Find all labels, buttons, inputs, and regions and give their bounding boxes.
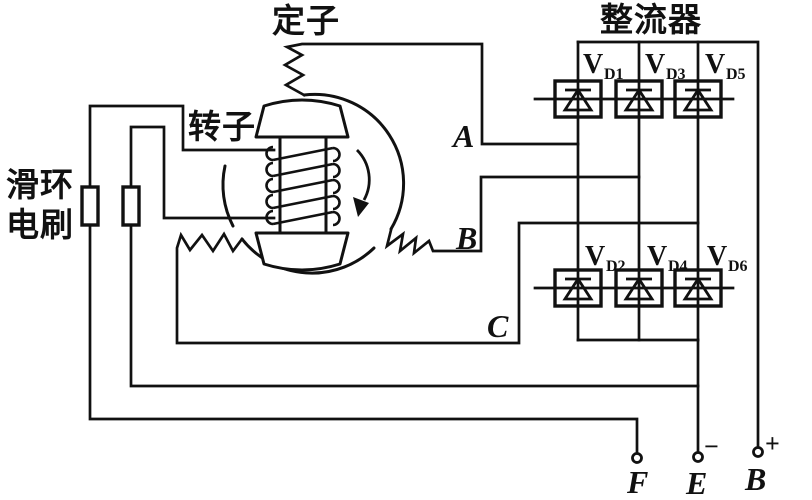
brush-2 <box>121 185 141 227</box>
diode-symbol-d4 <box>623 276 655 301</box>
wire-brush2-to-coil-bottom <box>129 125 276 220</box>
rotation-arrow-head <box>353 197 369 217</box>
stator-label: 定子 <box>272 2 340 40</box>
terminal-b-label: B <box>744 461 766 497</box>
brush-label: 电刷 <box>6 207 74 244</box>
rotor-bottom-cap <box>254 231 350 272</box>
rotation-arrow-arc <box>355 149 371 201</box>
diode-d2-label: VD2 <box>585 241 626 275</box>
wire-brush2-to-terminal-e <box>129 223 700 388</box>
diode-symbol-d2 <box>562 276 594 301</box>
terminal-b-circle <box>752 446 764 458</box>
terminal-f-circle <box>631 452 643 464</box>
diode-d4-label: VD4 <box>647 241 688 275</box>
phase-a-label: A <box>451 118 474 154</box>
rotor-field-coil <box>265 145 341 227</box>
stator-ring-arc-left <box>221 164 235 228</box>
diode-symbol-d5 <box>682 87 714 112</box>
slip-ring-label: 滑环 <box>6 167 74 204</box>
diode-symbol-d1 <box>562 87 594 112</box>
diode-d3-label: VD3 <box>645 49 686 83</box>
wire-phase-c <box>175 221 700 345</box>
diode-d6-label: VD6 <box>707 241 748 275</box>
wire-brush1-to-terminal-f <box>88 223 639 455</box>
diode-symbol-d3 <box>623 87 655 112</box>
phase-b-label: B <box>455 220 477 256</box>
terminal-f-label: F <box>626 464 648 500</box>
terminal-e-label: E <box>685 465 707 500</box>
rotor-label: 转子 <box>188 109 256 146</box>
rotor-shaft <box>278 137 328 233</box>
wire-phase-a <box>282 42 580 146</box>
stator-ring-arc-bottom <box>240 237 376 275</box>
wire-brush1-to-coil-top <box>88 104 276 190</box>
diode-symbol-d6 <box>682 276 714 301</box>
diode-d5-label: VD5 <box>705 49 746 83</box>
phase-c-label: C <box>487 308 509 344</box>
stator-ring-arc-right <box>302 92 406 231</box>
terminal-e-circle <box>692 451 704 463</box>
rotor-top-cap <box>254 98 350 139</box>
brush-1 <box>80 185 100 227</box>
rectifier-label: 整流器 <box>600 2 702 39</box>
wire-phase-b <box>384 175 641 257</box>
terminal-e-sign: − <box>704 432 719 461</box>
wire-positive-rail <box>576 40 760 450</box>
terminal-b-sign: + <box>765 429 780 458</box>
diode-d1-label: VD1 <box>583 49 624 83</box>
